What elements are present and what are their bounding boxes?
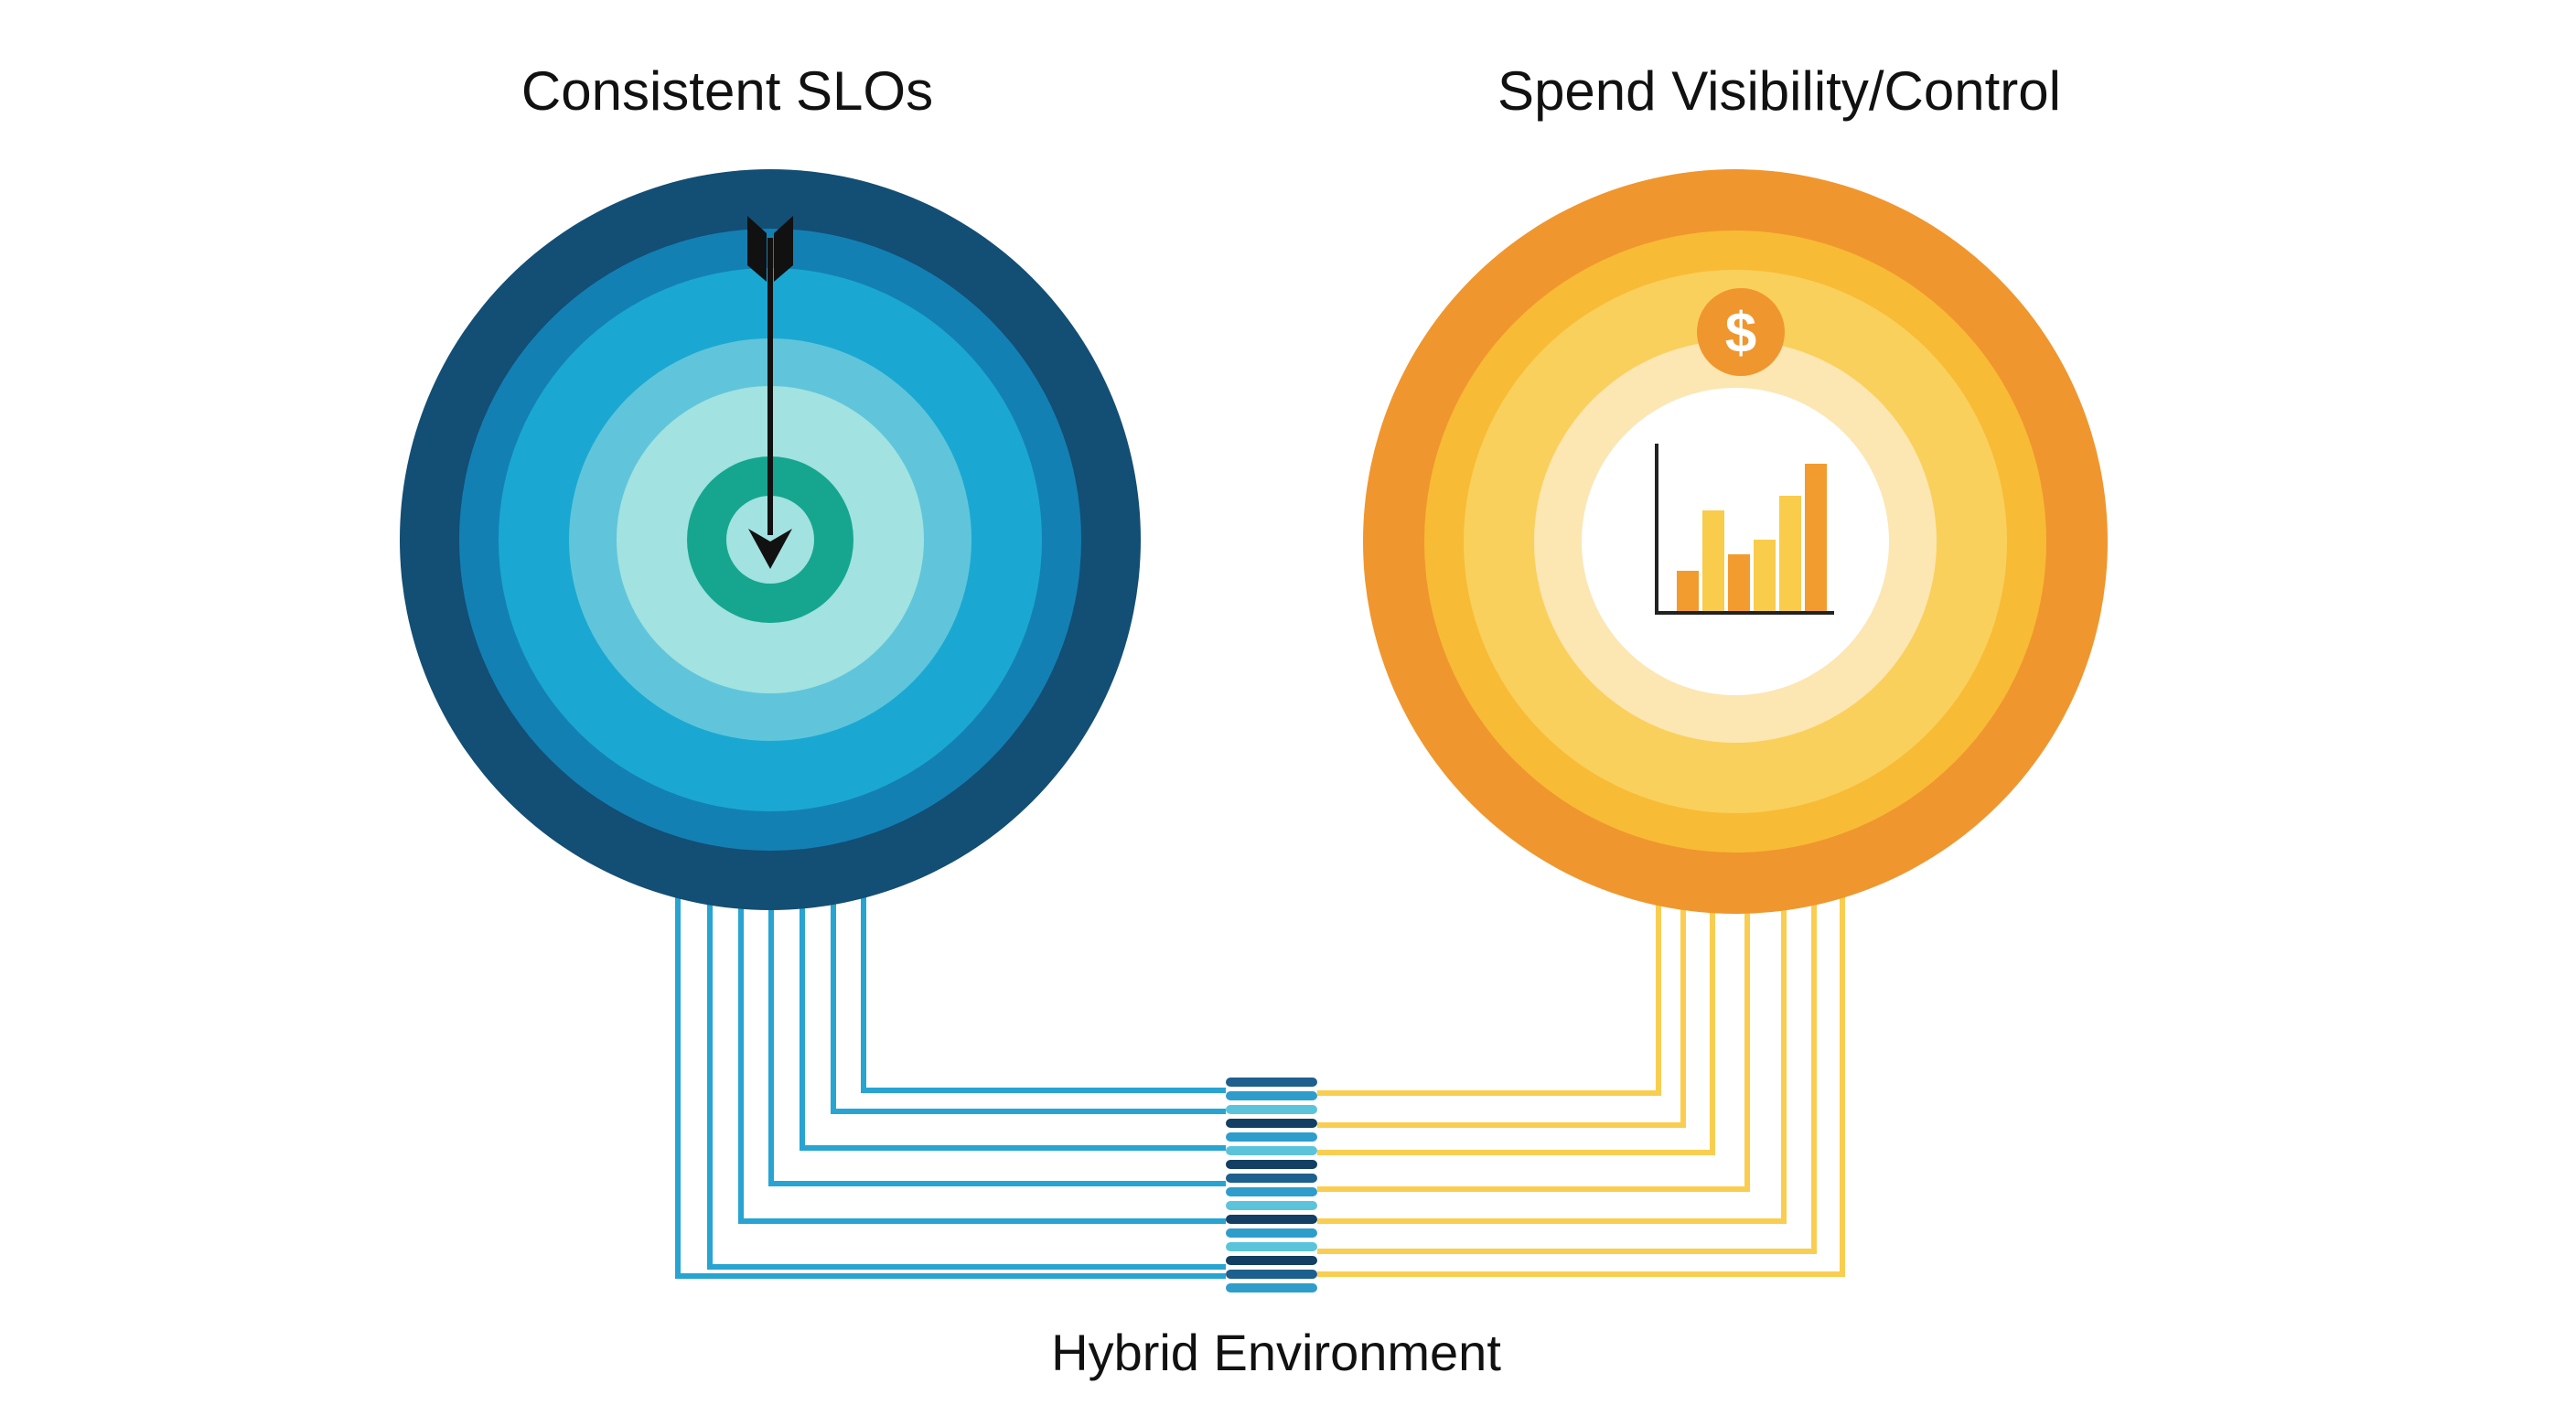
server-stack-layer <box>1226 1201 1317 1210</box>
left-connector-line <box>768 878 1226 1186</box>
left-connector-line <box>675 878 1226 1279</box>
server-stack-layer <box>1226 1228 1317 1238</box>
server-stack-layer <box>1226 1187 1317 1196</box>
server-stack-layer <box>1226 1119 1317 1128</box>
server-stack-layer <box>1226 1215 1317 1224</box>
left-connector-lines <box>675 878 1226 1279</box>
server-stack-layer <box>1226 1146 1317 1155</box>
server-stack-layer <box>1226 1256 1317 1265</box>
server-stack-layer <box>1226 1242 1317 1251</box>
title-consistent-slos: Consistent SLOs <box>521 60 933 122</box>
server-stack-layer <box>1226 1283 1317 1292</box>
bar-chart-bar <box>1779 496 1801 613</box>
right-connector-line <box>1317 878 1715 1155</box>
right-connector-line <box>1317 878 1686 1128</box>
right-connector-line <box>1317 878 1661 1096</box>
server-stack-layer <box>1226 1132 1317 1142</box>
left-connector-line <box>861 878 1226 1093</box>
slo-target <box>400 169 1141 910</box>
bar-chart-bar <box>1677 571 1699 613</box>
server-stack-layer <box>1226 1078 1317 1087</box>
server-stack-layer <box>1226 1105 1317 1114</box>
bar-chart-bar <box>1805 464 1827 613</box>
server-stack-layer <box>1226 1270 1317 1279</box>
dollar-coin-icon: $ <box>1697 288 1785 376</box>
left-connector-line <box>707 878 1226 1270</box>
bar-chart-icon <box>1655 444 1834 615</box>
dollar-symbol: $ <box>1725 302 1756 365</box>
right-connector-line <box>1317 878 1817 1254</box>
spend-target <box>1363 169 2108 914</box>
bar-chart-bar <box>1728 554 1750 613</box>
left-connector-line <box>738 878 1226 1224</box>
title-spend-visibility-control: Spend Visibility/Control <box>1497 60 2061 122</box>
right-connector-line <box>1317 878 1750 1192</box>
bar-chart-bar <box>1702 510 1724 613</box>
server-stack-icon <box>1226 1078 1317 1292</box>
server-stack-layer <box>1226 1091 1317 1100</box>
left-connector-line <box>831 878 1226 1114</box>
bar-chart-bar <box>1754 540 1776 613</box>
spend-center <box>1582 388 1889 695</box>
right-connector-lines <box>1317 878 1845 1277</box>
server-stack-layer <box>1226 1160 1317 1169</box>
label-hybrid-environment: Hybrid Environment <box>1051 1324 1501 1381</box>
right-connector-line <box>1317 878 1845 1277</box>
right-connector-line <box>1317 878 1787 1224</box>
left-connector-line <box>800 878 1226 1151</box>
server-stack-layer <box>1226 1174 1317 1183</box>
slo-bullseye-center <box>726 496 814 584</box>
arrow-hitting-bullseye-icon <box>747 216 793 569</box>
